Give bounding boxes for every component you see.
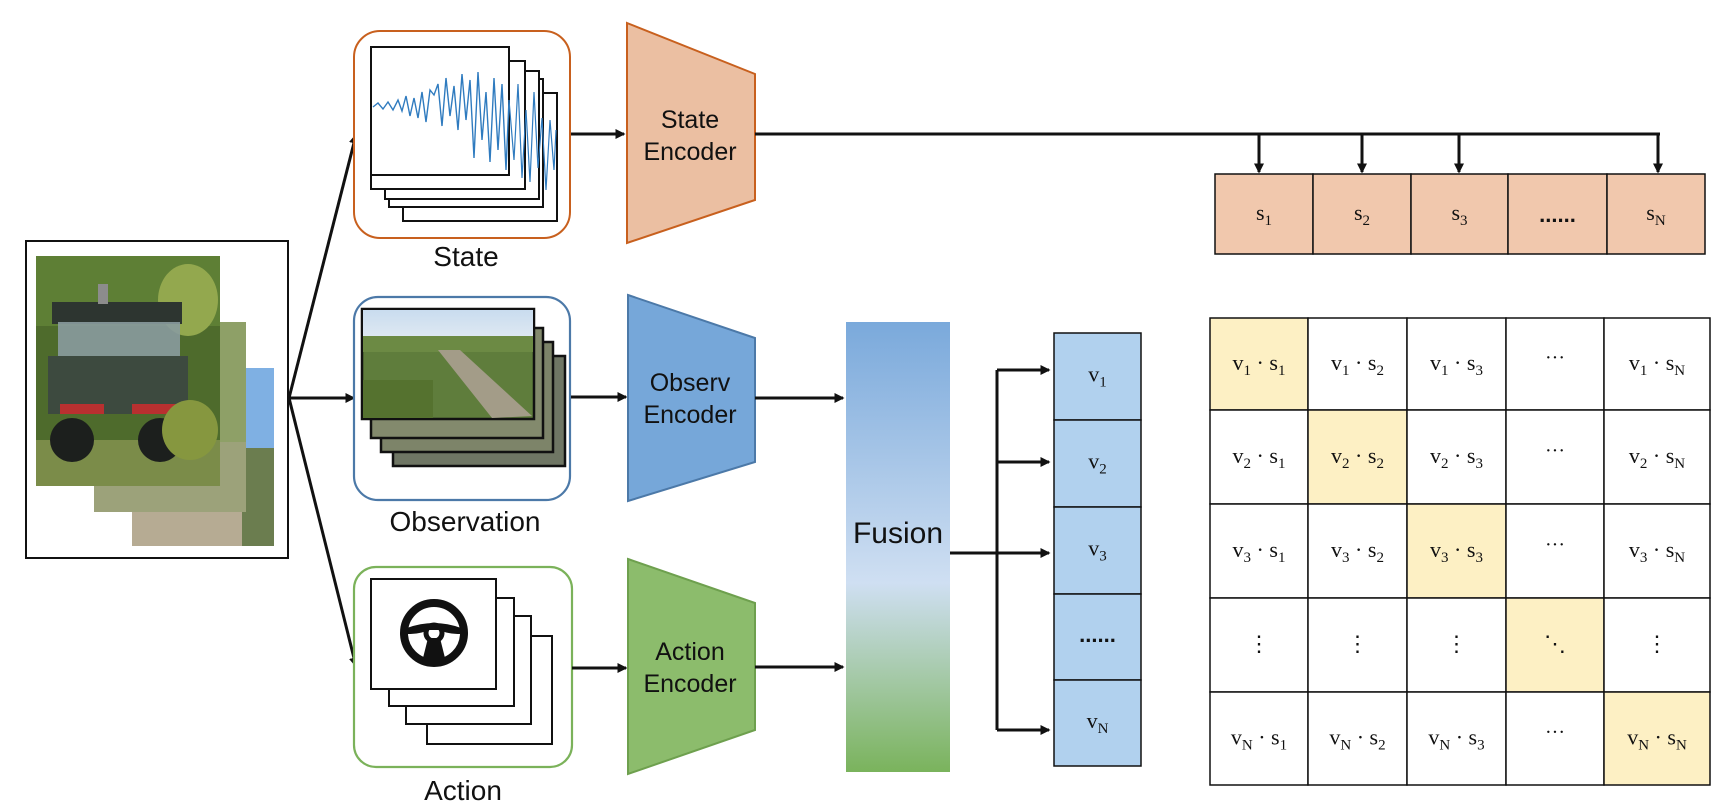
matrix-cell xyxy=(1505,503,1605,599)
matrix-cell-label: v2 · s2 xyxy=(1331,443,1384,472)
matrix-horizontal-ellipsis: ··· xyxy=(1545,534,1565,556)
matrix-cell-label: vN · s1 xyxy=(1231,725,1287,754)
state-token-cell xyxy=(1606,173,1706,255)
action-encoder-label-line1: Action xyxy=(655,638,724,666)
state-token-label: s3 xyxy=(1451,200,1467,229)
matrix-diagonal-cell xyxy=(1209,317,1309,411)
fusion-output-arrows xyxy=(950,365,1051,735)
matrix-horizontal-ellipsis: ··· xyxy=(1545,347,1565,369)
matrix-cell-label: v1 · s3 xyxy=(1430,350,1483,379)
observation-input-label: Observation xyxy=(390,506,541,537)
input-arrows xyxy=(287,133,359,668)
state-token-cell xyxy=(1410,173,1509,255)
matrix-cell xyxy=(1307,317,1408,411)
matrix-cell-label: v3 · s1 xyxy=(1233,537,1286,566)
fused-token-cell xyxy=(1053,332,1142,421)
fused-token-label: vN xyxy=(1087,708,1109,737)
action-input-label: Action xyxy=(424,775,502,806)
state-token-row: s1 s2 s3...... sN xyxy=(1214,173,1706,255)
matrix-cell-label: vN · s3 xyxy=(1428,725,1484,754)
matrix-cell xyxy=(1406,317,1507,411)
matrix-diagonal-cell xyxy=(1603,691,1711,786)
state-signal-plot xyxy=(370,46,557,191)
state-input-panel: State xyxy=(353,30,571,272)
state-encoder: State Encoder xyxy=(571,21,756,245)
fused-token-cell xyxy=(1053,679,1142,767)
matrix-cell-label: v2 · s3 xyxy=(1430,443,1483,472)
matrix-cell-label: v2 · s1 xyxy=(1233,443,1286,472)
matrix-cell xyxy=(1505,409,1605,505)
matrix-vertical-ellipsis: ⋮ xyxy=(1446,631,1468,656)
steering-wheel-icon xyxy=(400,599,468,667)
observation-encoder-label-line2: Encoder xyxy=(643,401,736,429)
action-input-panel: Action xyxy=(352,565,574,806)
similarity-matrix: v1 · s1 v1 · s2 v1 · s3 ··· v1 · sN v2 · s1 v2… xyxy=(1209,317,1711,786)
matrix-cell-label: v2 · sN xyxy=(1629,443,1685,472)
matrix-vertical-ellipsis: ⋮ xyxy=(1248,631,1270,656)
matrix-cell xyxy=(1209,691,1309,786)
matrix-vertical-ellipsis: ⋮ xyxy=(1646,631,1668,656)
fusion-label: Fusion xyxy=(853,517,943,550)
state-input-label: State xyxy=(433,241,498,272)
off-road-vehicle-photo xyxy=(25,240,289,559)
fused-token-label: v1 xyxy=(1088,362,1107,391)
matrix-diagonal-cell xyxy=(1307,409,1408,505)
observation-input-panel: Observation xyxy=(352,295,572,537)
fused-token-column: v1 v2 v3...... vN xyxy=(1053,332,1142,767)
fused-token-label: v3 xyxy=(1088,536,1107,565)
state-token-arrows xyxy=(755,132,1663,174)
fusion-module: Fusion xyxy=(846,322,950,772)
state-token-cell xyxy=(1312,173,1412,255)
matrix-horizontal-ellipsis: ··· xyxy=(1545,722,1565,744)
matrix-cell-label: v1 · sN xyxy=(1629,350,1685,379)
matrix-cell-label: v1 · s2 xyxy=(1331,350,1384,379)
matrix-cell xyxy=(1505,317,1605,411)
fused-token-label: ...... xyxy=(1079,622,1116,647)
state-token-label: s1 xyxy=(1256,200,1272,229)
matrix-cell-label: vN · s2 xyxy=(1329,725,1385,754)
matrix-cell xyxy=(1603,409,1711,505)
matrix-cell xyxy=(1209,503,1309,599)
matrix-diagonal-ellipsis: ⋱ xyxy=(1544,631,1566,656)
state-token-label: sN xyxy=(1646,200,1666,229)
matrix-cell xyxy=(1406,691,1507,786)
fused-token-label: v2 xyxy=(1088,449,1107,478)
state-encoder-label-line2: Encoder xyxy=(643,138,736,166)
state-token-label: s2 xyxy=(1354,200,1370,229)
fused-token-cell xyxy=(1053,506,1142,595)
matrix-cell-label: v3 · s2 xyxy=(1331,537,1384,566)
matrix-cell-label: v1 · s1 xyxy=(1233,350,1286,379)
action-encoder: Action Encoder xyxy=(572,557,756,776)
matrix-cell-label: v3 · s3 xyxy=(1430,537,1483,566)
matrix-cell xyxy=(1505,691,1605,786)
state-token-cell xyxy=(1214,173,1314,255)
fused-token-cell xyxy=(1053,419,1142,508)
matrix-vertical-ellipsis: ⋮ xyxy=(1347,631,1369,656)
fusion-input-arrows xyxy=(755,393,845,672)
matrix-cell xyxy=(1603,317,1711,411)
matrix-cell-label: v3 · sN xyxy=(1629,537,1685,566)
observation-encoder-label-line1: Observ xyxy=(650,369,731,397)
action-encoder-label-line2: Encoder xyxy=(643,670,736,698)
matrix-cell-label: vN · sN xyxy=(1627,725,1687,754)
matrix-diagonal-cell xyxy=(1406,503,1507,599)
terrain-observation-photo xyxy=(363,310,533,418)
matrix-cell xyxy=(1406,597,1507,693)
state-token-label: ...... xyxy=(1539,202,1576,227)
matrix-horizontal-ellipsis: ··· xyxy=(1545,440,1565,462)
observation-encoder: Observ Encoder xyxy=(571,293,756,503)
state-encoder-label-line1: State xyxy=(661,106,719,134)
